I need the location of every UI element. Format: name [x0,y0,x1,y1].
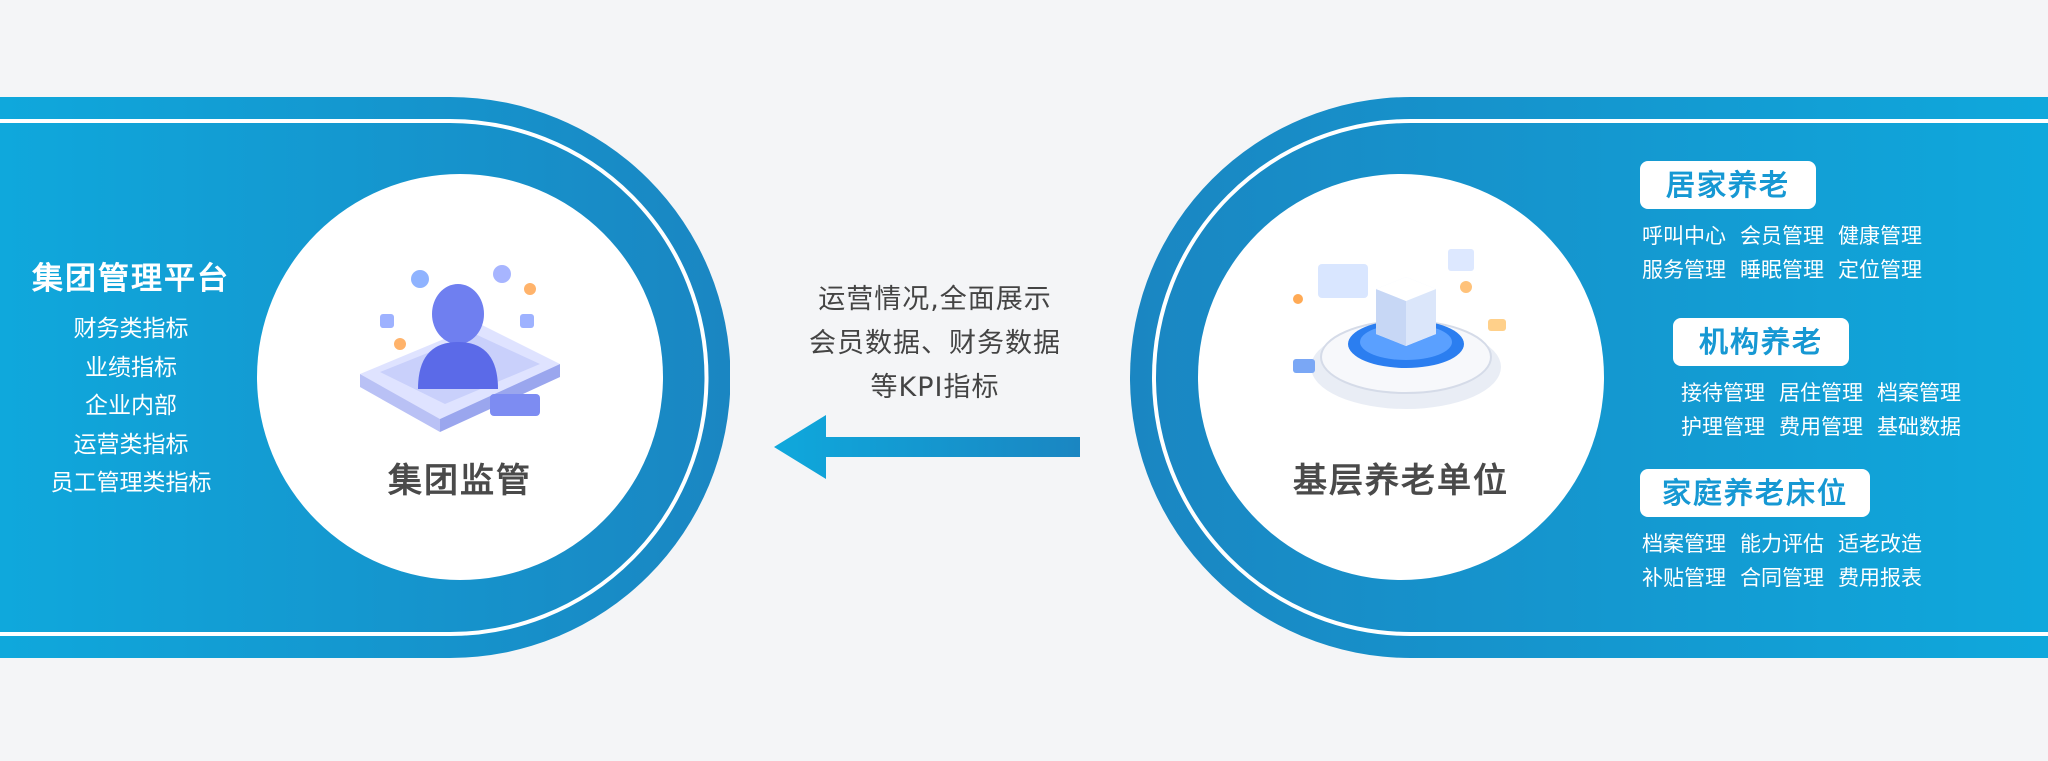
metric-item: 企业内部 [85,393,177,419]
group-platform-panel: 集团管理平台 财务类指标 业绩指标 企业内部 运营类指标 员工管理类指标 [20,253,242,503]
metric-item: 员工管理类指标 [50,470,212,496]
metric-item: 运营类指标 [73,431,189,458]
feature-item: 睡眠管理 [1740,258,1824,282]
family-bed-group: 家庭养老床位 档案管理能力评估适老改造 补贴管理合同管理费用报表 [1640,469,1936,595]
feature-item: 能力评估 [1740,532,1824,556]
feature-item: 定位管理 [1838,258,1922,282]
grassroots-unit-circle: 基层养老单位 [1198,174,1604,580]
feature-item: 居住管理 [1779,381,1863,405]
grassroots-unit-title: 基层养老单位 [1293,461,1509,501]
family-bed-badge: 家庭养老床位 [1640,469,1870,517]
feature-item: 服务管理 [1642,258,1726,282]
feature-row: 补贴管理合同管理费用报表 [1640,561,1936,595]
feature-row: 档案管理能力评估适老改造 [1640,527,1936,561]
left-arrow-icon [774,415,1080,479]
feature-row: 护理管理费用管理基础数据 [1673,410,1975,444]
home-care-group: 居家养老 呼叫中心会员管理健康管理 服务管理睡眠管理定位管理 [1640,161,1936,287]
metric-item: 财务类指标 [73,316,189,342]
feature-item: 补贴管理 [1642,566,1726,590]
metric-item: 业绩指标 [85,354,177,381]
feature-item: 费用管理 [1779,415,1863,439]
group-supervision-icon [360,265,560,432]
feature-item: 健康管理 [1838,224,1922,248]
feature-row: 呼叫中心会员管理健康管理 [1640,219,1936,253]
feature-item: 档案管理 [1642,532,1726,556]
feature-item: 护理管理 [1681,415,1765,439]
feature-item: 呼叫中心 [1642,224,1726,248]
flow-line: 会员数据、财务数据 [809,328,1061,359]
grassroots-unit-icon [1293,249,1506,409]
feature-item: 接待管理 [1681,381,1765,405]
group-supervision-title: 集团监管 [388,461,532,501]
flow-line: 等KPI指标 [870,372,1000,403]
feature-item: 基础数据 [1877,415,1961,439]
institution-care-group: 机构养老 接待管理居住管理档案管理 护理管理费用管理基础数据 [1673,318,1975,444]
feature-row: 接待管理居住管理档案管理 [1673,376,1975,410]
feature-item: 会员管理 [1740,224,1824,248]
feature-item: 适老改造 [1838,532,1922,556]
feature-item: 费用报表 [1838,566,1922,590]
home-care-badge: 居家养老 [1640,161,1816,209]
group-platform-title: 集团管理平台 [32,261,230,297]
feature-item: 档案管理 [1877,381,1961,405]
flow-description: 运营情况,全面展示 会员数据、财务数据 等KPI指标 [790,278,1080,410]
feature-item: 合同管理 [1740,566,1824,590]
flow-line: 运营情况,全面展示 [818,284,1052,315]
institution-care-badge: 机构养老 [1673,318,1849,366]
feature-row: 服务管理睡眠管理定位管理 [1640,253,1936,287]
group-supervision-circle: 集团监管 [257,174,663,580]
